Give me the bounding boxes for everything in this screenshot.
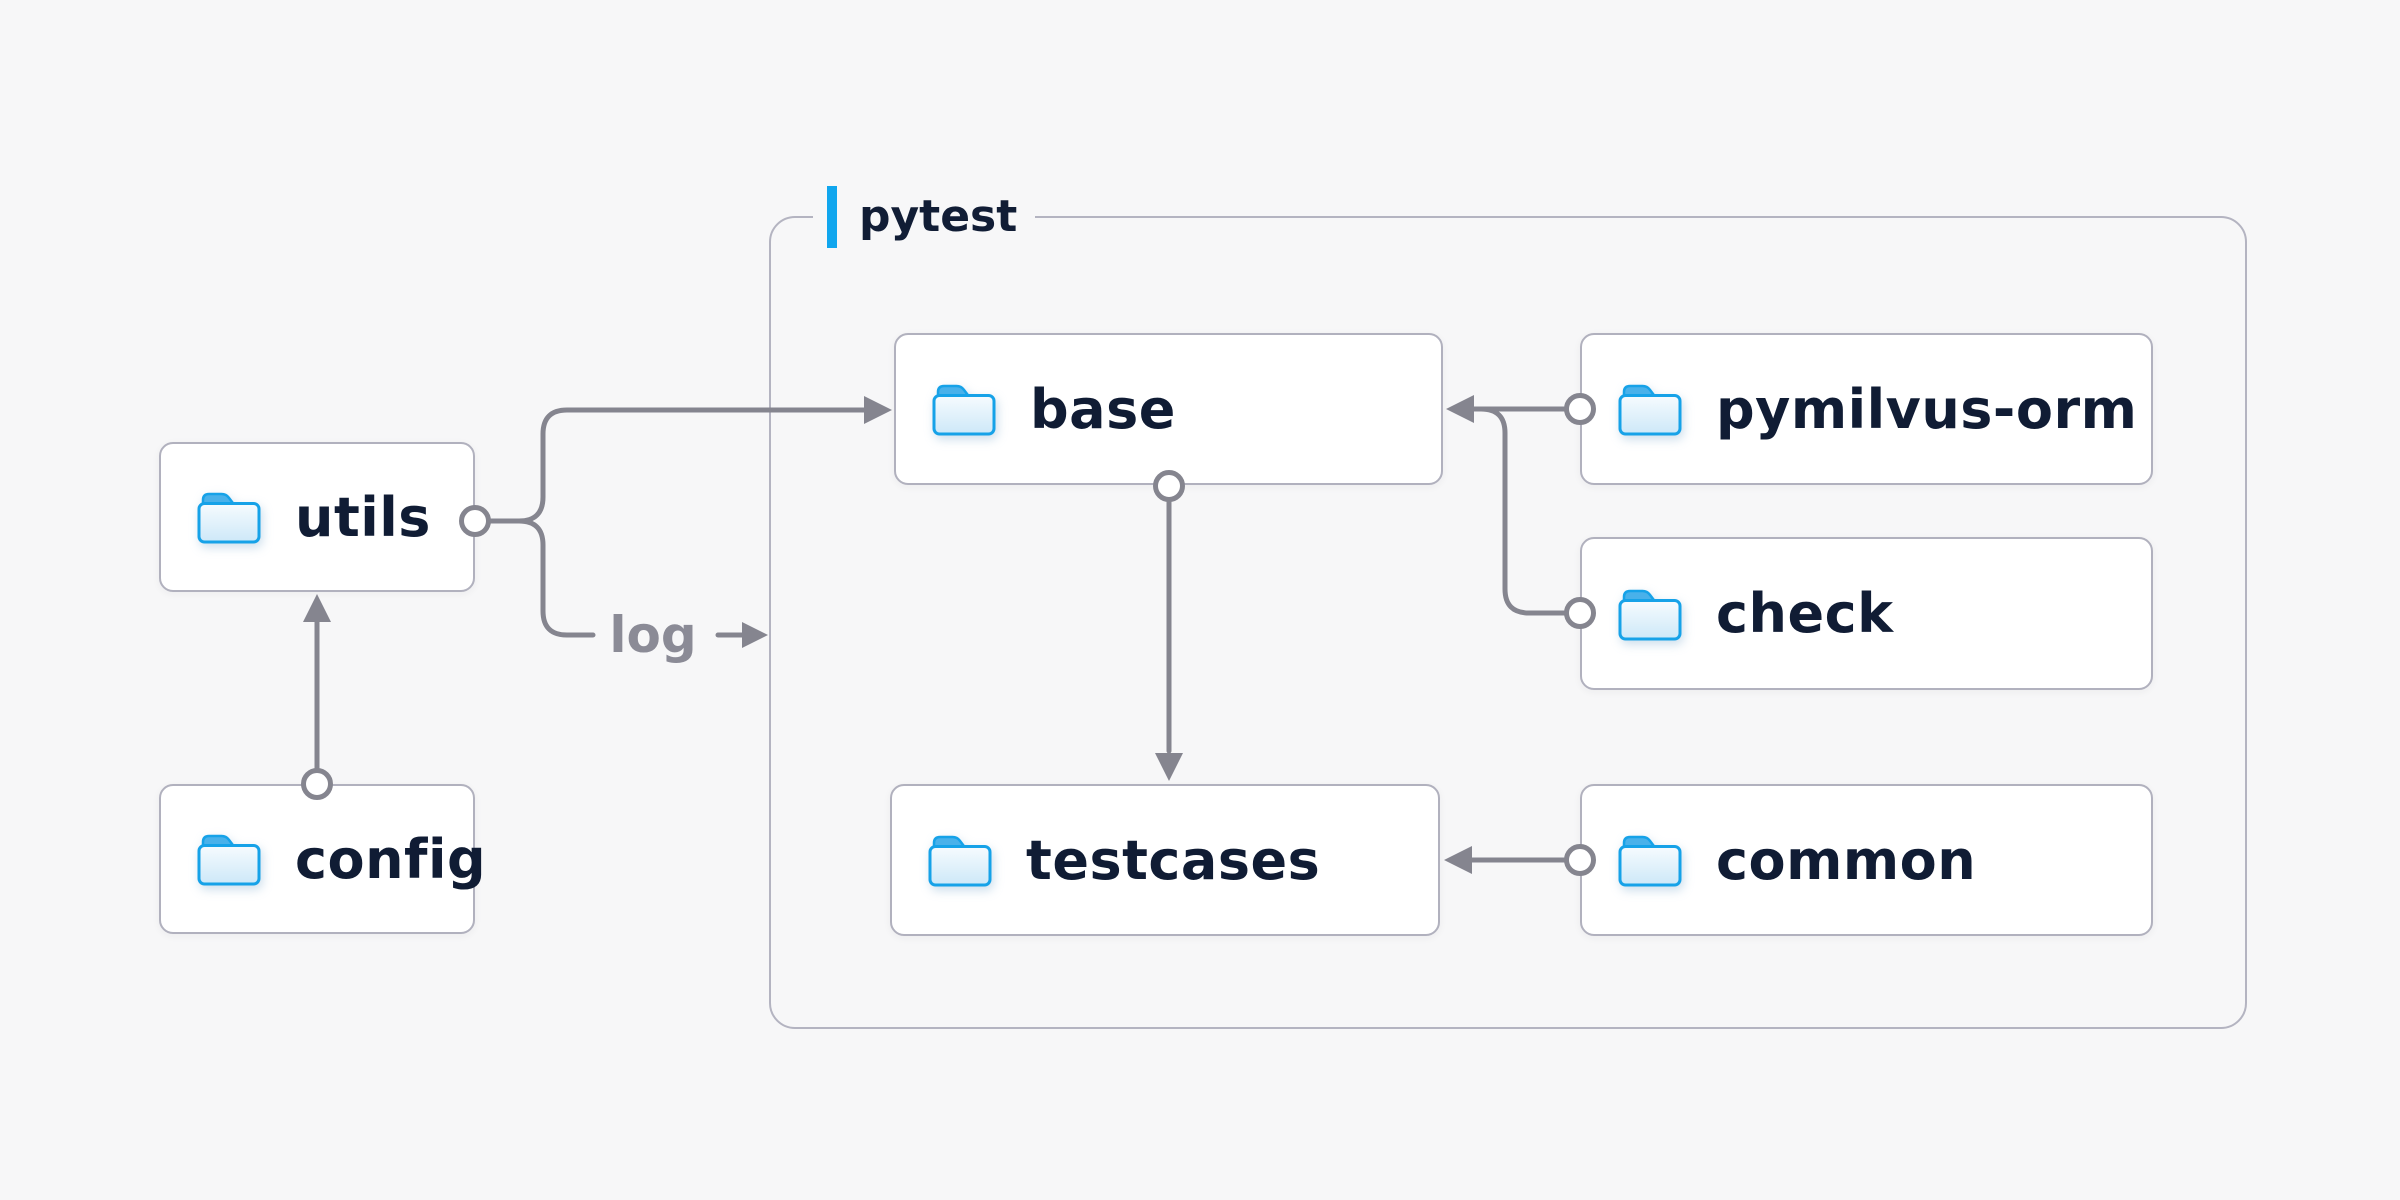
folder-icon xyxy=(1618,835,1682,887)
node-label: common xyxy=(1716,828,1977,892)
folder-icon xyxy=(197,492,261,544)
node-label: testcases xyxy=(1026,828,1321,892)
node-label: config xyxy=(295,827,487,891)
pytest-container-label: pytest xyxy=(813,184,1036,250)
edge-config-to-utils xyxy=(301,594,333,800)
accent-bar xyxy=(827,186,837,248)
node-label: base xyxy=(1030,377,1176,441)
pytest-container: pytest xyxy=(769,184,2247,1029)
node-label: check xyxy=(1716,582,1894,645)
node-config: config xyxy=(159,784,486,934)
node-label: utils xyxy=(295,485,431,549)
folder-icon xyxy=(928,835,992,887)
node-testcases: testcases xyxy=(890,784,1440,936)
node-base: base xyxy=(894,333,1443,485)
folder-icon xyxy=(197,834,261,886)
edge-label-log: log xyxy=(609,606,697,664)
node-label: pymilvus-orm xyxy=(1716,377,2138,441)
edge-log-arrow xyxy=(715,622,768,648)
node-utils: utils xyxy=(159,442,475,592)
node-check: check xyxy=(1580,537,2153,690)
node-common: common xyxy=(1580,784,2153,936)
folder-icon xyxy=(1618,589,1682,640)
container-title: pytest xyxy=(859,191,1018,242)
folder-icon xyxy=(932,384,996,436)
node-pymilvus-orm: pymilvus-orm xyxy=(1580,333,2153,485)
folder-icon xyxy=(1618,384,1682,436)
